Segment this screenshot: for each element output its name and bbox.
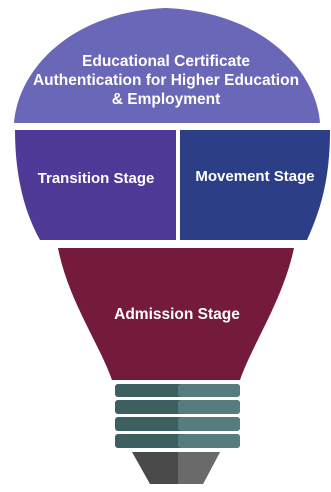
- transition-stage-label: Transition Stage: [37, 169, 155, 187]
- base-thread-2-light: [178, 400, 240, 414]
- bulb-base: [115, 384, 240, 484]
- base-thread-4-light: [178, 434, 240, 448]
- base-tip-light: [178, 452, 220, 484]
- base-thread-1-light: [178, 384, 240, 397]
- base-thread-3-light: [178, 417, 240, 431]
- top-label: Educational Certificate Authentication f…: [32, 52, 300, 108]
- right-panel-shape: [180, 130, 330, 240]
- movement-stage-label: Movement Stage: [195, 167, 315, 185]
- left-panel-shape: [15, 130, 176, 240]
- top-dome-shape: [14, 8, 320, 123]
- admission-stage-label: Admission Stage: [114, 305, 240, 323]
- neck-shape: [58, 248, 294, 380]
